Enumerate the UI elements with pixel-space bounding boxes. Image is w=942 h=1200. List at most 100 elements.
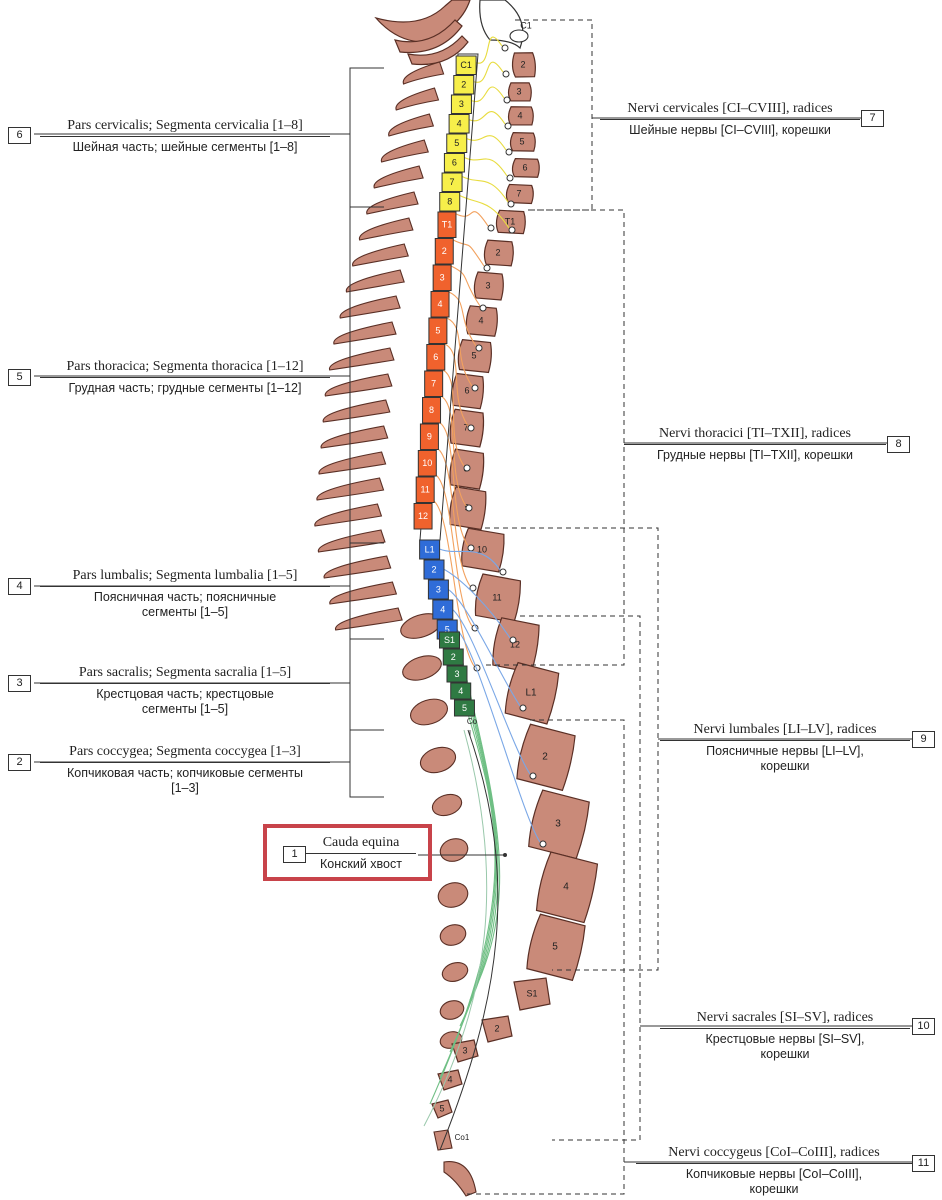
segment-label: L1 (425, 544, 435, 554)
cord-segment-lumbar: 3 (427, 579, 449, 600)
segment-block (432, 264, 452, 291)
label-russian: Поясничная часть; поясничные сегменты [1… (93, 590, 277, 619)
root-ganglion (465, 504, 473, 512)
vertebra-label: 6 (522, 162, 527, 172)
vertebra-label: 7 (463, 422, 468, 432)
spinous-process (333, 321, 397, 345)
vertebra-label: 3 (555, 819, 561, 830)
thoracic-nerve-root (438, 421, 469, 547)
label-lumbar-part: Pars lumbalis; Segmenta lumbalia [1–5] П… (40, 567, 330, 620)
sacral-vertebra: S1 (513, 977, 551, 1011)
segment-block (434, 238, 454, 265)
vertebra-label: 12 (510, 639, 520, 649)
highlight-box (263, 824, 432, 881)
spinous-process (317, 529, 386, 553)
segment-label: 2 (442, 246, 447, 256)
segment-label: 4 (458, 686, 463, 696)
vertebra-shape (457, 338, 492, 374)
cord-segment-sacral: 2 (442, 648, 464, 666)
vertebra-label: 5 (519, 136, 524, 146)
vertebra-label: 3 (516, 86, 521, 96)
segment-label: 4 (440, 604, 445, 614)
vertebra-label: 4 (447, 1074, 452, 1084)
label-russian: Конский хвост (320, 857, 402, 871)
pointer-dot (503, 853, 507, 857)
label-divider (40, 762, 330, 763)
segment-block (439, 631, 461, 649)
vertebral-body: 3 (507, 82, 532, 102)
spinous-process (345, 269, 405, 293)
label-russian: Грудная часть; грудные сегменты [1–12] (68, 381, 302, 395)
sacral-shape (513, 977, 551, 1011)
cord-segment-sacral: 3 (446, 665, 468, 683)
cord-segment-sacral: 5 (453, 699, 475, 717)
vertebral-body: T1 (495, 209, 526, 235)
root-ganglion (519, 704, 527, 712)
vertebral-body: 6 (451, 372, 485, 410)
label-russian: Крестцовые нервы [SI–SV], корешки (705, 1032, 865, 1061)
label-divider (660, 1028, 910, 1029)
posterior-element (441, 961, 469, 983)
label-russian: Крестцовая часть; крестцовые сегменты [1… (96, 687, 274, 716)
vertebra-label: 3 (485, 280, 490, 290)
label-russian: Поясничные нервы [LI–LV], корешки (706, 744, 864, 773)
root-ganglion (502, 70, 510, 78)
vertebral-body: 5 (509, 132, 536, 152)
spinous-process (395, 87, 440, 111)
segment-label: 2 (431, 564, 436, 574)
label-divider (600, 119, 860, 120)
root-ganglion (483, 264, 491, 272)
thoracic-nerve-root (452, 239, 485, 267)
segment-label: 3 (436, 584, 441, 594)
bracket-thoracic-nerves (485, 209, 625, 666)
segment-block (413, 503, 433, 530)
label-cervical-nerves: Nervi cervicales [CI–CVIII], radices Шей… (600, 100, 860, 138)
cervical-nerve-root (458, 194, 510, 229)
label-latin: Pars coccygea; Segmenta coccygea [1–3] (69, 744, 301, 759)
nerve-roots-group (423, 36, 547, 1151)
label-number-5: 5 (8, 369, 31, 386)
cord-segment-cervical: 4 (448, 114, 470, 134)
sacral-vertebra: 4 (437, 1069, 463, 1091)
spinous-process (380, 139, 429, 163)
bracket-sacral-nerves (520, 615, 641, 1141)
label-divider (306, 853, 416, 854)
label-coccygeal-part: Pars coccygea; Segmenta coccygea [1–3] К… (40, 743, 330, 796)
vertebra-label: Co1 (455, 1133, 470, 1142)
vertebra-label: 10 (477, 544, 487, 554)
segment-block (439, 192, 461, 212)
vertebra-label: 5 (552, 942, 558, 953)
cord-segment-cervical: 7 (441, 172, 463, 192)
root-ganglion (508, 226, 516, 234)
cord-segment-sacral: S1 (439, 631, 461, 649)
label-cauda-equina: Cauda equina Конский хвост (306, 834, 416, 872)
vertebral-body: 11 (474, 573, 521, 624)
segment-label: 9 (427, 432, 432, 442)
skull-fragment (374, 0, 471, 43)
cord-segment-thoracic: 4 (430, 291, 450, 318)
spinous-process (335, 607, 403, 631)
segment-label: I (469, 729, 471, 738)
cord-segment-sacral: 4 (450, 682, 472, 700)
root-ganglion (475, 344, 483, 352)
cord-segment-thoracic: 11 (415, 476, 435, 503)
vertebral-body: 2 (483, 239, 514, 267)
label-latin: Pars sacralis; Segmenta sacralia [1–5] (78, 665, 292, 680)
segment-block (453, 75, 475, 95)
spinous-process (339, 295, 401, 319)
coccygeal-nerve-root (439, 729, 499, 1151)
vertebral-body: L1 (504, 661, 560, 725)
label-latin: Pars lumbalis; Segmenta lumbalia [1–5] (72, 568, 298, 583)
vertebral-body: 4 (465, 305, 498, 337)
vertebra-label: 2 (494, 1023, 499, 1033)
vertebra-shape (507, 106, 534, 126)
segment-block (432, 599, 454, 620)
vertebral-body: 7 (505, 183, 534, 205)
vertebra-label: 4 (478, 315, 483, 325)
segment-label: 12 (418, 511, 428, 521)
label-sacral-part: Pars sacralis; Segmenta sacralia [1–5] К… (40, 664, 330, 717)
segment-block (419, 539, 441, 560)
cervical-nerve-root (469, 86, 505, 103)
root-ganglion (501, 44, 509, 52)
